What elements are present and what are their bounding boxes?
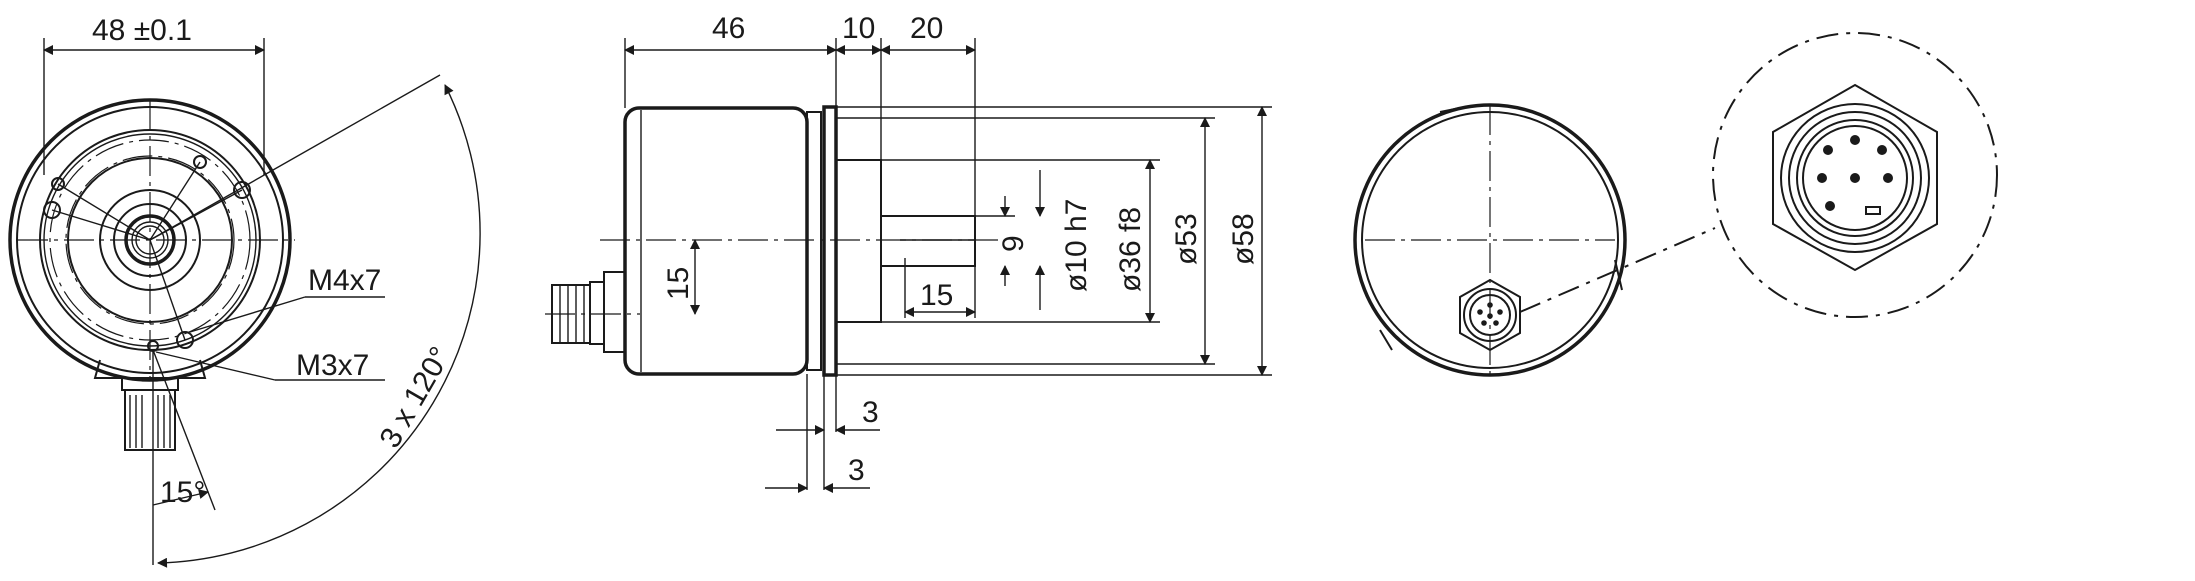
front-view: 48 ±0.1 M4x7 M3x7 15° 3 x 120°: [8, 14, 481, 568]
dim-15-degree: 15°: [160, 476, 205, 509]
dim-15-height: 15: [662, 267, 695, 300]
dim-20: 20: [910, 12, 943, 45]
dim-dia-36: ø36 f8: [1114, 207, 1147, 292]
dim-3x120-degree: 3 x 120°: [373, 341, 457, 453]
dim-3-top: 3: [862, 396, 879, 429]
dim-48: 48 ±0.1: [92, 14, 192, 47]
dim-dia-10: ø10 h7: [1060, 199, 1093, 292]
side-connector: [551, 271, 626, 353]
dim-15-shaft: 15: [920, 279, 953, 312]
connector-detail-view: [1712, 32, 1998, 318]
dim-9: 9: [997, 235, 1030, 252]
label-m3x7: M3x7: [296, 349, 369, 382]
label-m4x7: M4x7: [308, 264, 381, 297]
dim-46: 46: [712, 12, 745, 45]
rear-connector: [1459, 278, 1521, 352]
rear-view: [1353, 103, 1716, 380]
dim-dia-58: ø58: [1227, 213, 1260, 265]
side-view: 46 10 20 15 15 9 ø10 h7 ø36 f8 ø53 ø58: [545, 12, 1272, 493]
dim-10-length: 10: [842, 12, 875, 45]
dim-3-bottom: 3: [848, 454, 865, 487]
dim-dia-53: ø53: [1170, 213, 1203, 265]
